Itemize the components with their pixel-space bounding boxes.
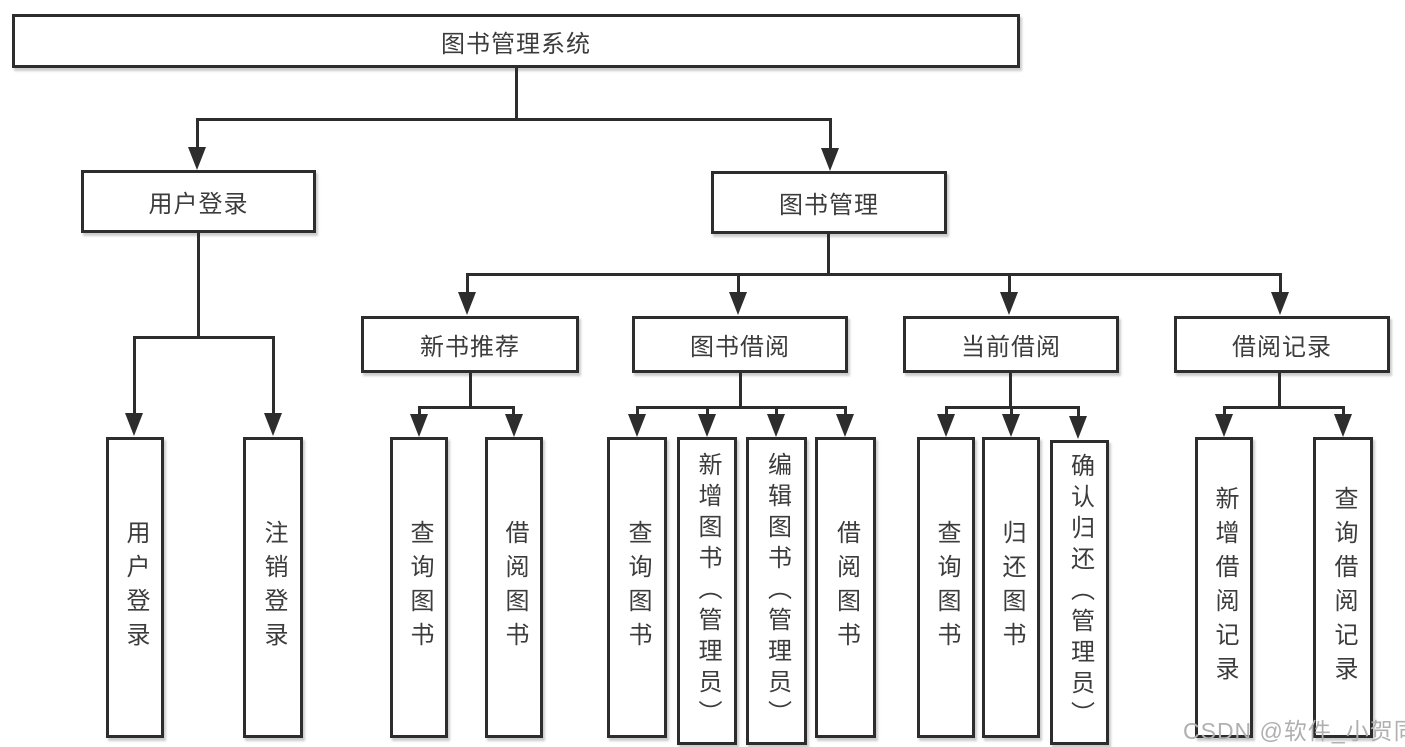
- leaf-label: 查询图书: [406, 519, 433, 656]
- leaf-current-return-books: 归还图书: [982, 437, 1040, 738]
- leaf-label: 新增借阅记录: [1211, 485, 1238, 690]
- leaf-borrow-edit-book-admin: 编辑图书（管理员）: [746, 437, 807, 745]
- leaf-records-query-record: 查询借阅记录: [1313, 437, 1373, 738]
- leaf-newbook-borrow-books: 借阅图书: [485, 437, 543, 738]
- connector-line: [1010, 406, 1013, 416]
- leaf-label: 用户登录: [122, 519, 149, 656]
- connector-arrow: [458, 292, 476, 315]
- node-book-management: 图书管理: [711, 171, 947, 234]
- leaf-label: 查询图书: [933, 519, 960, 656]
- connector-arrow: [1069, 416, 1087, 439]
- leaf-records-add-record: 新增借阅记录: [1195, 437, 1253, 738]
- node-new-book-recommend: 新书推荐: [361, 316, 579, 373]
- leaf-label: 借阅图书: [501, 519, 528, 656]
- connector-line: [466, 273, 1282, 276]
- connector-arrow: [505, 414, 523, 437]
- node-book-borrow: 图书借阅: [632, 316, 848, 373]
- node-current-borrow: 当前借阅: [903, 316, 1119, 373]
- connector-arrow: [410, 414, 428, 437]
- connector-line: [133, 336, 275, 339]
- node-root-library-system: 图书管理系统: [12, 14, 1020, 68]
- connector-line: [1008, 273, 1011, 295]
- connector-arrow: [729, 292, 747, 315]
- connector-line: [737, 273, 740, 295]
- connector-line: [775, 406, 778, 416]
- connector-line: [1279, 273, 1282, 295]
- connector-line: [844, 406, 847, 416]
- connector-arrow: [1002, 414, 1020, 437]
- leaf-borrow-query-books: 查询图书: [607, 437, 667, 738]
- leaf-borrow-add-book-admin: 新增图书（管理员）: [677, 437, 737, 745]
- leaf-label: 借阅图书: [832, 519, 860, 656]
- connector-line: [196, 118, 199, 150]
- leaf-label: 查询借阅记录: [1330, 485, 1357, 690]
- connector-line: [1342, 406, 1345, 416]
- connector-line: [512, 406, 515, 416]
- connector-line: [418, 406, 515, 409]
- node-borrow-records: 借阅记录: [1174, 316, 1390, 373]
- connector-arrow: [264, 413, 282, 436]
- connector-arrow: [767, 414, 785, 437]
- connector-line: [1009, 373, 1012, 409]
- connector-arrow: [937, 414, 955, 437]
- connector-line: [272, 336, 275, 416]
- connector-line: [945, 406, 948, 416]
- leaf-label: 查询图书: [624, 519, 651, 656]
- leaf-label: 注销登录: [260, 519, 287, 656]
- connector-arrow: [821, 148, 839, 171]
- connector-arrow: [628, 414, 646, 437]
- leaf-label: 确认归还（管理员）: [1066, 453, 1094, 732]
- connector-line: [636, 406, 846, 409]
- csdn-watermark: CSDN @软件_小贺同学: [1183, 718, 1405, 744]
- connector-line: [418, 406, 421, 416]
- connector-arrow: [1271, 292, 1289, 315]
- connector-arrow: [188, 147, 206, 170]
- connector-line: [196, 118, 832, 121]
- node-user-login: 用户登录: [81, 170, 316, 233]
- connector-line: [1223, 406, 1226, 416]
- leaf-label: 归还图书: [998, 519, 1025, 656]
- connector-line: [706, 406, 709, 416]
- connector-arrow: [1334, 414, 1352, 437]
- connector-line: [1077, 406, 1080, 416]
- connector-line: [515, 68, 518, 120]
- leaf-label: 新增图书（管理员）: [694, 451, 721, 731]
- leaf-label: 编辑图书（管理员）: [763, 451, 791, 731]
- connector-line: [466, 273, 469, 295]
- connector-line: [636, 406, 639, 416]
- connector-arrow: [698, 414, 716, 437]
- leaf-borrow-borrow-books: 借阅图书: [815, 437, 876, 738]
- connector-line: [197, 233, 200, 338]
- connector-arrow: [1000, 292, 1018, 315]
- leaf-logout: 注销登录: [243, 437, 303, 738]
- leaf-newbook-query-books: 查询图书: [390, 437, 448, 738]
- connector-line: [1278, 373, 1281, 409]
- leaf-current-confirm-return-admin: 确认归还（管理员）: [1050, 440, 1109, 745]
- connector-line: [739, 373, 742, 409]
- connector-line: [827, 234, 830, 276]
- connector-line: [829, 118, 832, 151]
- connector-line: [469, 373, 472, 409]
- leaf-current-query-books: 查询图书: [917, 437, 975, 738]
- connector-line: [1223, 406, 1345, 409]
- connector-arrow: [125, 413, 143, 436]
- connector-arrow: [836, 414, 854, 437]
- leaf-user-login: 用户登录: [106, 437, 164, 738]
- connector-arrow: [1215, 414, 1233, 437]
- connector-line: [133, 336, 136, 416]
